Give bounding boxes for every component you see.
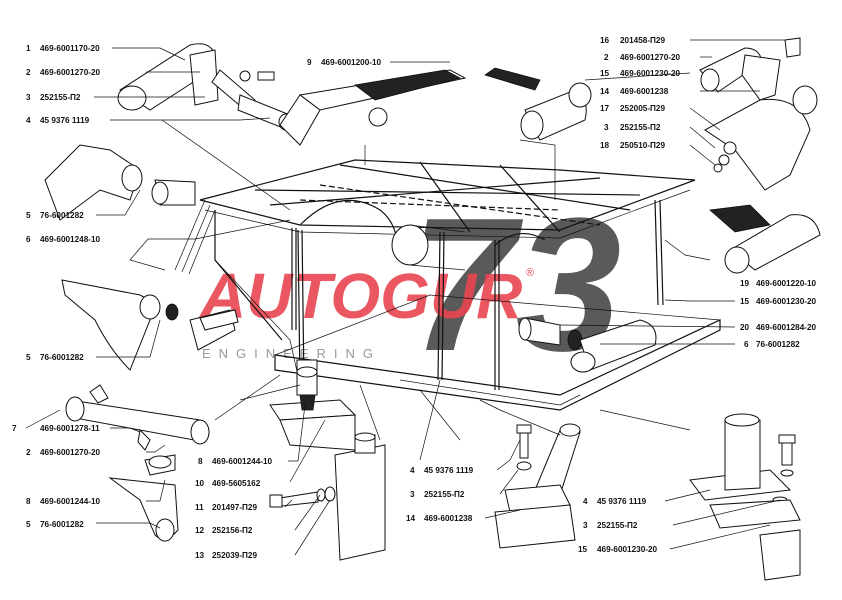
label-num: 14: [600, 87, 610, 96]
label-num: 3: [26, 93, 31, 102]
label-code: 469-6001230-20: [620, 69, 681, 78]
label-num: 3: [604, 123, 609, 132]
label-code: 469-6001230-20: [756, 297, 817, 306]
bottom-mid-parts: [494, 423, 581, 549]
label-num: 4: [26, 116, 31, 125]
label-code: 252155-П2: [40, 93, 81, 102]
label-num: 11: [195, 503, 204, 512]
label-num: 15: [600, 69, 610, 78]
label-num: 12: [195, 526, 205, 535]
logo-registered: ®: [526, 267, 534, 279]
label-code: 252155-П2: [424, 490, 465, 499]
label-num: 3: [410, 490, 415, 499]
label-num: 20: [740, 323, 750, 332]
label-num: 7: [12, 424, 17, 433]
label-code: 252005-П29: [620, 104, 665, 113]
label-num: 2: [604, 53, 609, 62]
clamp-assembly-top-left: [117, 43, 294, 131]
label-num: 2: [26, 448, 31, 457]
label-code: 252155-П2: [597, 521, 638, 530]
label-num: 15: [578, 545, 588, 554]
clamp-assembly-top-right: [484, 37, 821, 274]
label-num: 17: [600, 104, 610, 113]
label-num: 5: [26, 520, 31, 529]
label-code: 469-6001238: [424, 514, 473, 523]
label-code: 252039-П29: [212, 551, 257, 560]
label-num: 19: [740, 279, 750, 288]
label-code: 469-6001244-10: [212, 457, 273, 466]
bottom-right-parts: [689, 413, 801, 581]
label-code: 469-6001170-20: [40, 44, 100, 53]
right-mid-parts: [518, 317, 657, 373]
label-num: 8: [26, 497, 31, 506]
left-parts-5-6: [44, 144, 239, 371]
label-num: 16: [600, 36, 610, 45]
label-num: 10: [195, 479, 205, 488]
label-code: 76-6001282: [40, 520, 84, 529]
label-num: 2: [26, 68, 31, 77]
label-code: 469-6001238: [620, 87, 669, 96]
label-num: 5: [26, 211, 31, 220]
labels-right: 16 201458-П29 2 469-6001270-20 15 469-60…: [600, 36, 817, 349]
label-code: 469-6001284-20: [756, 323, 817, 332]
labels-top: 9 469-6001200-10: [307, 58, 382, 67]
label-code: 469-6001270-20: [40, 68, 101, 77]
label-code: 469-6001278-11: [40, 424, 100, 433]
label-code: 469-5605162: [212, 479, 261, 488]
label-num: 9: [307, 58, 312, 67]
label-num: 1: [26, 44, 31, 53]
left-bottom-parts: [65, 384, 210, 542]
label-code: 252156-П2: [212, 526, 253, 535]
label-num: 6: [26, 235, 31, 244]
label-code: 469-6001200-10: [321, 58, 382, 67]
label-code: 250510-П29: [620, 141, 665, 150]
label-num: 3: [583, 521, 588, 530]
bottom-center-parts: [269, 359, 386, 561]
label-code: 76-6001282: [40, 211, 84, 220]
labels-left: 1 469-6001170-20 2 469-6001270-20 3 2521…: [12, 44, 101, 529]
label-code: 45 9376 1119: [40, 116, 90, 125]
label-code: 76-6001282: [40, 353, 84, 362]
label-num: 6: [744, 340, 749, 349]
label-code: 76-6001282: [756, 340, 800, 349]
label-code: 45 9376 1119: [597, 497, 647, 506]
labels-bottom-right: 4 45 9376 1119 3 252155-П2 15 469-600123…: [578, 497, 658, 554]
label-code: 469-6001244-10: [40, 497, 101, 506]
logo-tagline: ENGINEERING: [202, 346, 381, 361]
label-code: 45 9376 1119: [424, 466, 474, 475]
labels-bottom-mid: 4 45 9376 1119 3 252155-П2 14 469-600123…: [406, 466, 474, 523]
logo-brand: AUTOGUR: [198, 260, 522, 332]
label-num: 4: [583, 497, 588, 506]
watermark-logo: 73 AUTOGUR ENGINEERING ®: [198, 179, 621, 391]
label-num: 13: [195, 551, 205, 560]
leader-lines: [25, 39, 785, 556]
roof-bracket-part-9: [279, 69, 467, 146]
label-num: 15: [740, 297, 750, 306]
label-code: 469-6001230-20: [597, 545, 658, 554]
label-code: 469-6001220-10: [756, 279, 817, 288]
label-num: 8: [198, 457, 203, 466]
label-code: 469-6001248-10: [40, 235, 101, 244]
label-num: 5: [26, 353, 31, 362]
label-code: 469-6001270-20: [620, 53, 681, 62]
label-code: 201497-П29: [212, 503, 257, 512]
label-num: 14: [406, 514, 416, 523]
label-code: 252155-П2: [620, 123, 661, 132]
label-num: 4: [410, 466, 415, 475]
labels-bottom-center: 8 469-6001244-10 10 469-5605162 11 20149…: [195, 457, 273, 560]
label-code: 201458-П29: [620, 36, 665, 45]
roll-cage-frame: [199, 159, 721, 411]
label-num: 18: [600, 141, 610, 150]
label-code: 469-6001270-20: [40, 448, 101, 457]
